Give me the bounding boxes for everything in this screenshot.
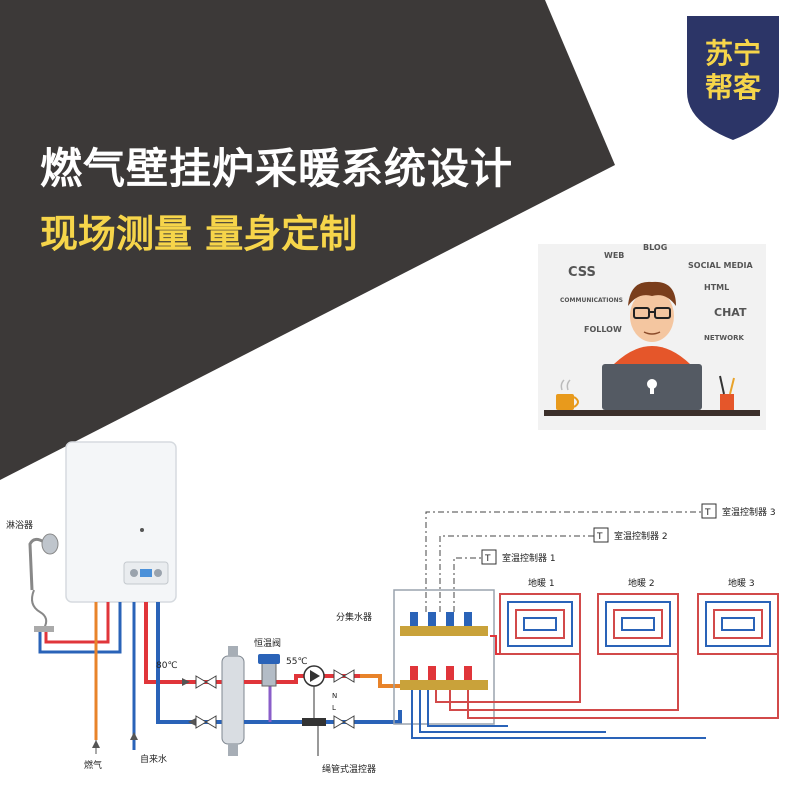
loop-pipes-bottom-1	[435, 654, 581, 703]
brand-badge: 苏宁 帮客	[683, 14, 783, 142]
loop-pipes-bottom-2	[449, 654, 679, 711]
svg-text:室温控制器 3: 室温控制器 3	[722, 506, 776, 518]
shower-cold-pipe	[38, 602, 122, 654]
word-follow: FOLLOW	[584, 325, 622, 334]
thermostat-wire-2	[439, 535, 594, 612]
gas-label: 燃气	[84, 759, 102, 771]
desk	[544, 410, 760, 416]
thermostat-wire-3	[425, 511, 702, 612]
word-web: WEB	[604, 251, 624, 260]
badge-line-2: 帮客	[704, 71, 761, 104]
valve-icon	[333, 715, 355, 729]
valve-icon	[195, 675, 217, 689]
room-thermostat-2: T 室温控制器 2	[593, 527, 668, 543]
room-thermostat-1: T 室温控制器 1	[481, 549, 556, 565]
word-html: HTML	[704, 283, 729, 292]
loop-return-bottom-2	[419, 690, 606, 733]
svg-text:室温控制器 2: 室温控制器 2	[614, 530, 668, 542]
shower-hot-pipe	[44, 602, 110, 644]
thermostat-wire-1	[453, 557, 482, 612]
loop-pipes-bottom-3	[467, 654, 779, 719]
controller-label: 绳管式温控器	[322, 763, 376, 775]
pencil-cup-icon	[719, 375, 735, 410]
circulation-pump-icon	[303, 665, 325, 687]
loop-1-pipes	[490, 635, 500, 655]
controller-box	[302, 718, 326, 726]
pump-n-label: N	[332, 692, 337, 700]
floor-loop-2	[597, 593, 679, 655]
designer-illustration: WEB BLOG CSS SOCIAL MEDIA HTML COMMUNICA…	[538, 244, 766, 430]
loop-return-bottom-3	[411, 690, 706, 739]
coffee-cup-icon	[556, 379, 579, 410]
floor-loop-1-label: 地暖 1	[528, 577, 555, 589]
thermostatic-valve-label: 恒温阀	[254, 637, 281, 649]
temp-80-label: 80℃	[156, 661, 178, 671]
shower-head-icon	[28, 533, 59, 632]
page-title: 燃气壁挂炉采暖系统设计	[40, 144, 514, 193]
manifold	[393, 589, 495, 725]
word-network: NETWORK	[704, 334, 744, 342]
manifold-label: 分集水器	[336, 611, 372, 623]
heating-system-diagram: 淋浴器 燃气 自来水 80℃	[6, 441, 779, 775]
secondary-cold-pipe	[244, 710, 402, 724]
floor-loop-3-label: 地暖 3	[728, 577, 755, 589]
pump-l-label: L	[332, 704, 336, 712]
secondary-hot-to-manifold	[360, 674, 400, 688]
valve-icon	[195, 715, 217, 729]
word-chat: CHAT	[714, 306, 747, 319]
word-communications: COMMUNICATIONS	[560, 297, 623, 304]
hydraulic-separator	[221, 646, 245, 756]
tap-water-label: 自来水	[140, 753, 167, 765]
wall-hung-boiler	[65, 441, 177, 603]
floor-loop-1	[499, 593, 581, 655]
floor-loop-2-label: 地暖 2	[628, 577, 655, 589]
loop-return-bottom-1	[427, 690, 508, 727]
svg-text:T: T	[704, 508, 711, 518]
floor-loop-3	[697, 593, 779, 655]
shield-icon	[687, 16, 779, 140]
word-blog: BLOG	[643, 244, 667, 252]
svg-text:T: T	[484, 554, 491, 564]
svg-text:室温控制器 1: 室温控制器 1	[502, 552, 556, 564]
word-social-media: SOCIAL MEDIA	[688, 261, 754, 270]
temp-55-label: 55℃	[286, 657, 308, 667]
valve-icon	[333, 669, 355, 683]
laptop-icon	[602, 364, 702, 410]
shower-label: 淋浴器	[6, 519, 33, 531]
badge-line-1: 苏宁	[704, 37, 761, 70]
svg-text:T: T	[596, 532, 603, 542]
room-thermostat-3: T 室温控制器 3	[701, 503, 776, 519]
page-subtitle: 现场测量 量身定制	[40, 212, 358, 256]
thermostatic-valve	[258, 654, 280, 687]
word-css: CSS	[568, 265, 596, 280]
dark-banner	[0, 0, 615, 480]
